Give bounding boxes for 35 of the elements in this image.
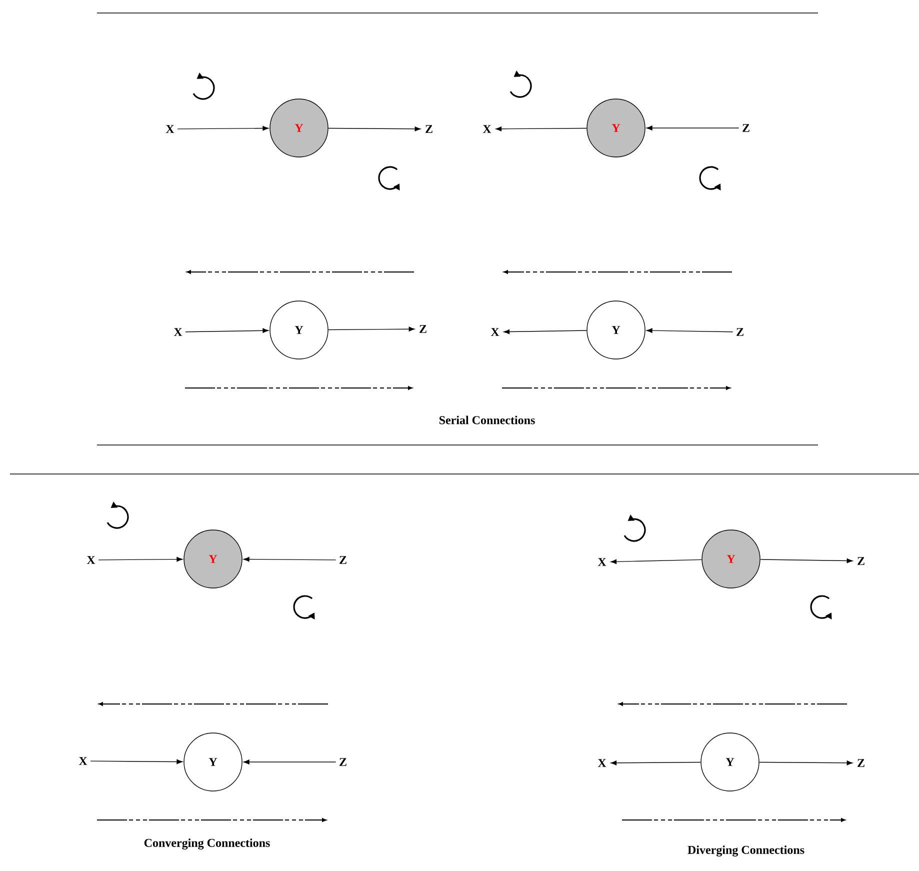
arrow	[759, 760, 853, 766]
arrow	[328, 126, 421, 132]
arrow	[646, 126, 740, 130]
arrow	[177, 126, 269, 131]
arrow	[98, 556, 183, 562]
node-label: Z	[858, 557, 864, 565]
node-label: X	[598, 759, 606, 767]
node-label: Z	[340, 556, 346, 564]
arrow	[328, 326, 415, 332]
arrow	[496, 126, 587, 132]
node-label: Z	[420, 325, 426, 333]
arrow	[646, 328, 734, 333]
node-label: X	[490, 328, 500, 336]
arrow	[504, 329, 587, 334]
node-label: Z	[426, 125, 432, 133]
arrow	[610, 760, 701, 766]
arrow	[243, 556, 336, 562]
node-label: Z	[858, 759, 864, 767]
node-label: X	[482, 125, 492, 133]
arrow	[243, 760, 336, 764]
node-label: X	[598, 558, 606, 566]
node-label: Z	[742, 124, 750, 132]
node-label: Z	[736, 328, 744, 336]
arrow	[185, 328, 269, 333]
node-label: Z	[340, 758, 346, 766]
section-title: Converging Connections	[144, 838, 270, 850]
node-label: X	[166, 125, 174, 133]
arrow	[90, 759, 183, 764]
node-label: X	[174, 328, 182, 336]
arrow	[760, 558, 853, 564]
section-title: Diverging Connections	[688, 846, 804, 856]
arrow	[610, 559, 702, 564]
section-title: Serial Connections	[439, 416, 535, 424]
node-label: X	[86, 556, 96, 564]
node-label: X	[78, 757, 88, 765]
